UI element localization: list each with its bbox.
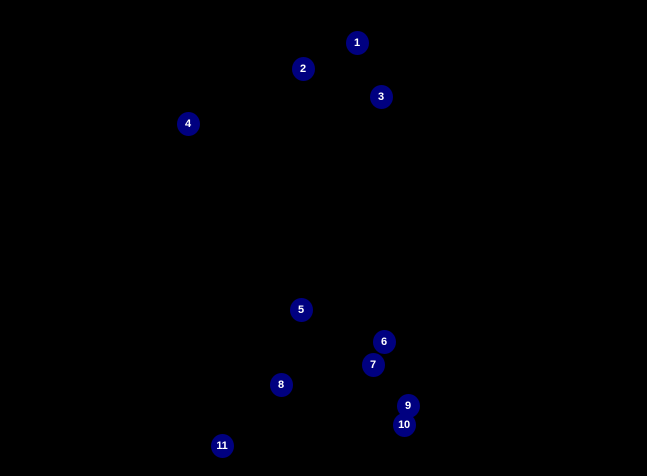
map-marker-label: 1 bbox=[354, 36, 360, 49]
map-marker-5[interactable]: 5 bbox=[289, 298, 313, 322]
map-marker-label: 8 bbox=[278, 378, 284, 391]
map-marker-label: 11 bbox=[216, 439, 228, 452]
map-marker-label: 3 bbox=[378, 90, 384, 103]
map-marker-label: 6 bbox=[381, 335, 387, 348]
map-marker-6[interactable]: 6 bbox=[372, 330, 396, 354]
map-marker-10[interactable]: 10 bbox=[392, 413, 416, 437]
map-marker-1[interactable]: 1 bbox=[345, 31, 369, 55]
map-marker-11[interactable]: 11 bbox=[210, 434, 234, 458]
map-marker-7[interactable]: 7 bbox=[361, 353, 385, 377]
map-marker-label: 2 bbox=[300, 62, 306, 75]
map-marker-2[interactable]: 2 bbox=[291, 57, 315, 81]
map-marker-label: 10 bbox=[398, 418, 410, 431]
map-marker-label: 4 bbox=[185, 117, 191, 130]
map-marker-label: 5 bbox=[298, 303, 304, 316]
map-marker-label: 9 bbox=[405, 399, 411, 412]
map-marker-9[interactable]: 9 bbox=[396, 394, 420, 418]
map-marker-3[interactable]: 3 bbox=[369, 85, 393, 109]
map-marker-label: 7 bbox=[370, 358, 376, 371]
map-marker-8[interactable]: 8 bbox=[269, 373, 293, 397]
map-marker-4[interactable]: 4 bbox=[176, 112, 200, 136]
